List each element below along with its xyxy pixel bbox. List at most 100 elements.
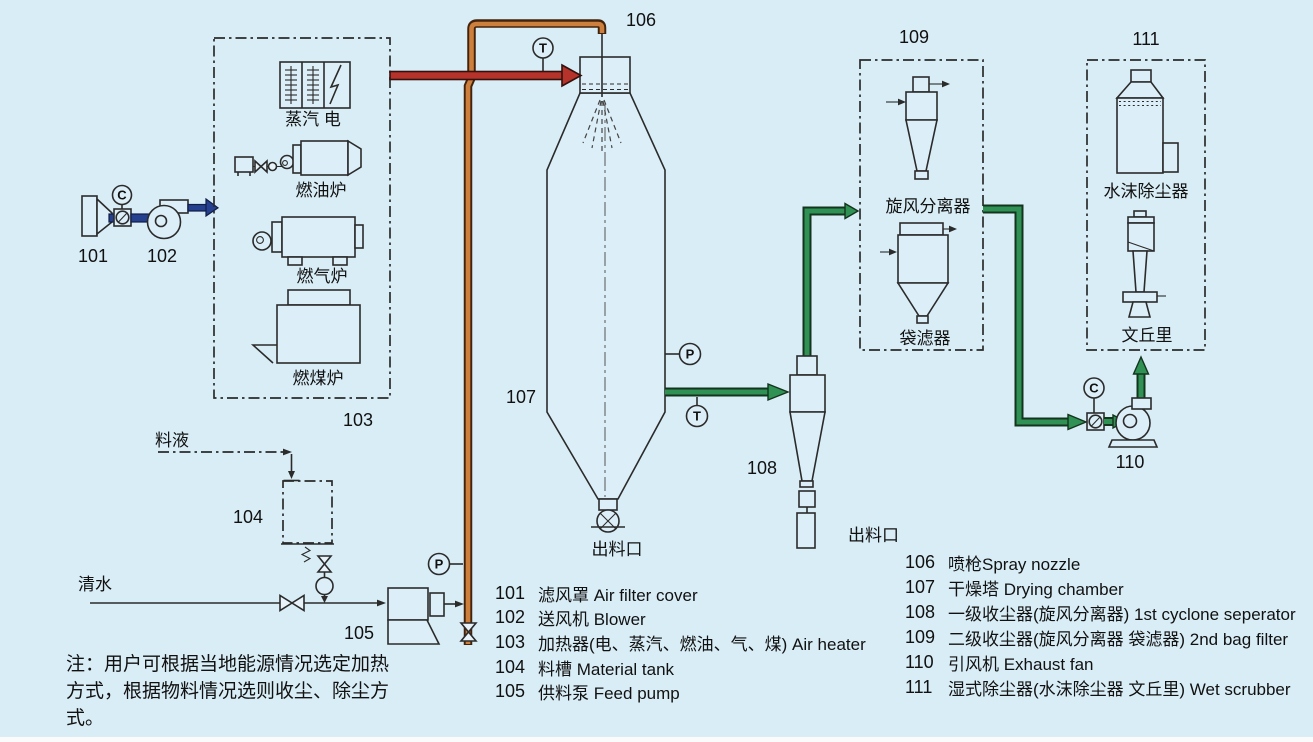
legend-item-number: 103: [495, 631, 526, 652]
tag-101: 101: [78, 246, 108, 266]
legend-item-text: 加热器(电、蒸汽、燃油、气、煤) Air heater: [538, 634, 866, 654]
heater-coil-icon: [307, 66, 319, 104]
pressure-instrument-icon: [678, 342, 702, 366]
footnote: 注：用户可根据当地能源情况选定加热 方式，根据物料情况选则收尘、除尘方 式。: [66, 654, 390, 729]
feed-pump-body: [387, 587, 429, 621]
oil-furnace-label: 燃油炉: [296, 181, 347, 200]
bag-filter-cone: [896, 282, 950, 317]
option-bag-filter: 袋滤器: [880, 222, 957, 348]
green-arrow-head-up: [1132, 355, 1150, 375]
feed-pipe: [465, 21, 605, 644]
gas-furnace: 燃气炉: [252, 216, 364, 286]
coal-chute: [250, 344, 277, 364]
legend-item-number: 108: [905, 602, 936, 622]
legend-item-number: 105: [495, 681, 526, 702]
controller-instrument-icon: [1083, 377, 1105, 399]
legend-item-text: 引风机 Exhaust fan: [948, 655, 1094, 674]
legend-item-number: 102: [495, 607, 526, 628]
fan-volute: [1115, 405, 1151, 441]
exhaust-fan-group: C 110: [1083, 355, 1159, 472]
tag-107: 107: [506, 387, 536, 407]
discharge-spout: [796, 512, 816, 549]
legend-item: 104 料槽 Material tank: [495, 655, 866, 680]
cyclone-cone: [789, 411, 826, 482]
legend-item-text: 湿式除尘器(水沫除尘器 文丘里) Wet scrubber: [948, 680, 1291, 699]
hot-air-pipe: [389, 70, 564, 81]
legend-item-number: 110: [905, 652, 934, 672]
tag-111: 111: [1132, 29, 1159, 49]
legend-item: 110 引风机 Exhaust fan: [905, 650, 1296, 675]
blue-arrow-head: [205, 197, 220, 218]
scrubber-body: [1116, 97, 1164, 174]
feed-pump-outlet: [429, 592, 445, 617]
valve-icon: [279, 594, 294, 612]
drying-chamber-body: [546, 92, 666, 500]
temperature-instrument-icon: [685, 404, 709, 428]
tag-103: 103: [343, 410, 373, 430]
instrument-letter: P: [686, 347, 695, 362]
tower-discharge-label: 出料口: [592, 540, 643, 559]
green-arrow-head: [767, 382, 790, 402]
tag-104: 104: [233, 507, 263, 527]
cyclone-body: [789, 374, 826, 413]
venturi-label: 文丘里: [1122, 326, 1173, 345]
blue-arrow-shaft: [187, 203, 208, 212]
venturi-flange: [1122, 291, 1158, 303]
legend-item-number: 104: [495, 656, 526, 677]
option-cyclone-separator: 旋风分离器: [886, 76, 971, 216]
fan-hub: [1122, 413, 1138, 429]
second-stage-box-group: 109 旋风分离器 袋滤器: [859, 27, 984, 351]
hot-air-pipe-group: T: [389, 37, 583, 88]
legend-item-text: 料槽 Material tank: [538, 659, 675, 679]
option-water-mist-scrubber: 水沫除尘器: [1104, 69, 1189, 201]
scrubber-top: [1130, 69, 1152, 83]
air-filter-cover: [81, 195, 98, 237]
bottom-margin: [0, 737, 1313, 742]
legend-item: 109 二级收尘器(旋风分离器 袋滤器) 2nd bag filter: [905, 625, 1296, 650]
cyclone-vortex-finder: [912, 76, 930, 93]
tag-108: 108: [747, 458, 777, 478]
instrument-letter: C: [117, 188, 127, 203]
cyclone-body: [905, 91, 938, 121]
feed-pump-base: [387, 619, 441, 645]
blower-hub: [154, 214, 168, 228]
legend-item-number: 109: [905, 627, 936, 647]
water-mist-label: 水沫除尘器: [1104, 182, 1189, 201]
coal-furnace-label: 燃煤炉: [293, 369, 344, 388]
legend-item-number: 107: [905, 577, 936, 597]
furnace-body: [300, 140, 349, 176]
cyclone-108-group: 108 出料口: [747, 202, 899, 549]
valve-icon: [459, 630, 478, 642]
pump-head-icon: [315, 576, 334, 596]
fuel-tank: [234, 156, 254, 173]
legend-item-text: 二级收尘器(旋风分离器 袋滤器) 2nd bag filter: [948, 630, 1289, 649]
legend-item-number: 111: [905, 677, 933, 697]
exhaust-pipe-1: [665, 382, 790, 402]
tower-discharge-neck: [598, 498, 618, 511]
venturi-throat: [1132, 250, 1148, 293]
legend-item: 102 送风机 Blower: [495, 606, 866, 631]
furnace-foot: [332, 256, 348, 266]
cyclone-flange: [799, 480, 814, 488]
coal-furnace: 燃煤炉: [250, 289, 361, 388]
legend-item-text: 送风机 Blower: [538, 610, 646, 630]
furnace-fan: [252, 231, 272, 251]
bag-filter-label: 袋滤器: [900, 329, 951, 348]
legend-item-text: 喷枪Spray nozzle: [948, 555, 1081, 574]
material-tank: [282, 480, 333, 544]
heater-coil-icon: [285, 66, 297, 104]
valve-icon: [316, 555, 333, 566]
instrument-letter: C: [1089, 381, 1099, 396]
scrubber-side-box: [1162, 142, 1179, 173]
control-valve-icon: [115, 210, 130, 225]
discharge-airlock: [798, 490, 816, 508]
bag-filter-body: [897, 234, 949, 284]
